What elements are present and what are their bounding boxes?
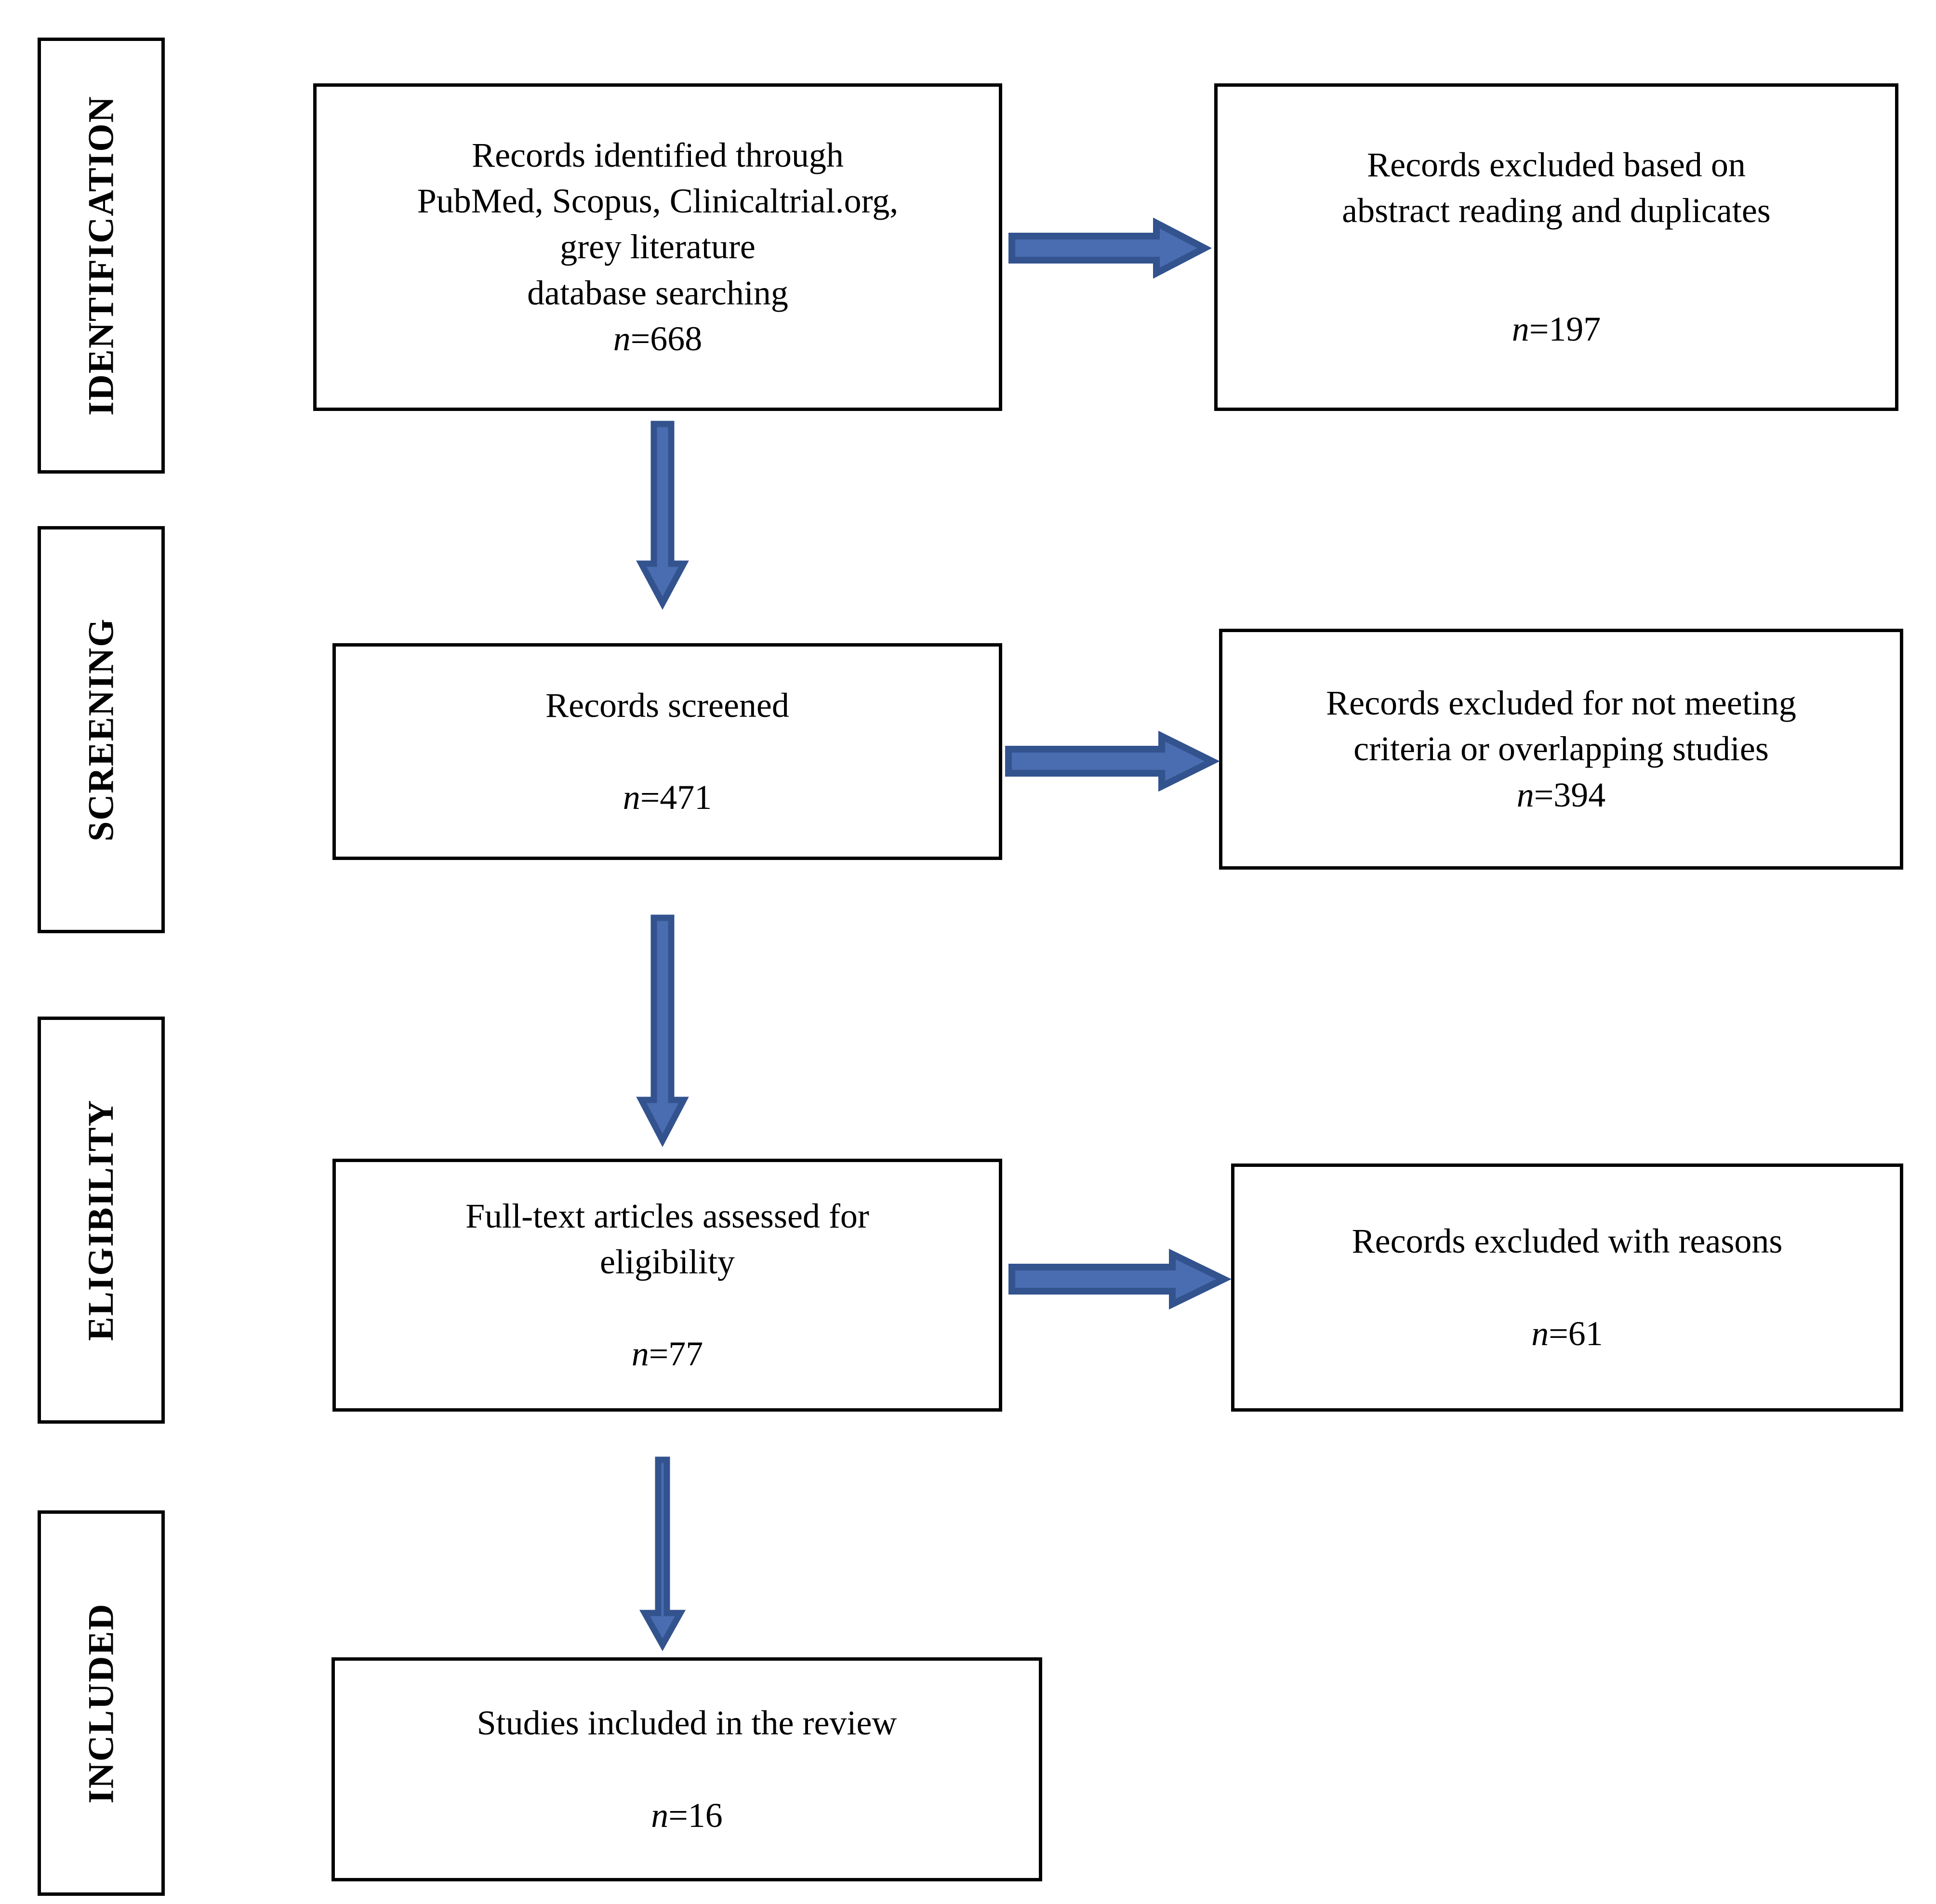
arrow-identified-to-screened: [634, 421, 691, 610]
stage-box-screening: SCREENING: [38, 526, 165, 933]
n-italic-label: n: [1531, 1314, 1549, 1353]
box-records-excluded-reasons-text: Records excluded with reasons: [1352, 1222, 1783, 1261]
box-records-excluded-abstract-count: n=197: [1512, 306, 1601, 352]
n-italic-label: n: [651, 1796, 669, 1835]
arrow-identified-to-excluded-abstract: [1008, 217, 1212, 279]
box-records-screened: Records screened n=471: [332, 643, 1002, 860]
box-records-screened-count: n=471: [623, 775, 712, 820]
box-records-excluded-criteria-count: n=394: [1517, 772, 1606, 818]
n-value: =197: [1529, 309, 1601, 348]
box-records-excluded-abstract-text: Records excluded based on abstract readi…: [1342, 145, 1771, 230]
box-records-identified-count: n=668: [613, 316, 703, 362]
n-value: =394: [1534, 775, 1606, 814]
box-records-excluded-reasons-count: n=61: [1531, 1311, 1603, 1357]
n-value: =668: [630, 319, 703, 358]
n-italic-label: n: [613, 319, 631, 358]
arrow-screened-to-fulltext: [634, 914, 691, 1148]
box-fulltext-assessed-text: Full-text articles assessed for eligibil…: [465, 1196, 869, 1281]
box-studies-included-text: Studies included in the review: [477, 1704, 897, 1743]
box-studies-included-count: n=16: [651, 1793, 723, 1838]
box-records-screened-text: Records screened: [545, 686, 789, 725]
box-records-identified: Records identified through PubMed, Scopu…: [313, 83, 1002, 411]
stage-box-identification: IDENTIFICATION: [38, 38, 165, 474]
arrow-fulltext-to-excluded-reasons: [1008, 1248, 1232, 1310]
n-italic-label: n: [631, 1335, 649, 1374]
stage-label-included: INCLUDED: [81, 1602, 121, 1804]
box-studies-included: Studies included in the review n=16: [332, 1657, 1042, 1881]
stage-label-screening: SCREENING: [81, 618, 121, 842]
n-value: =471: [640, 778, 712, 817]
n-italic-label: n: [623, 778, 640, 817]
box-records-identified-text: Records identified through PubMed, Scopu…: [417, 136, 899, 312]
box-records-excluded-criteria-text: Records excluded for not meeting criteri…: [1326, 684, 1796, 768]
box-fulltext-assessed-count: n=77: [632, 1331, 703, 1377]
n-value: =16: [668, 1796, 723, 1835]
n-value: =61: [1549, 1314, 1603, 1353]
arrow-fulltext-to-included: [636, 1456, 689, 1652]
box-fulltext-assessed: Full-text articles assessed for eligibil…: [332, 1159, 1002, 1412]
stage-label-eligibility: ELIGIBILITY: [81, 1099, 121, 1341]
n-value: =77: [649, 1335, 703, 1374]
box-records-excluded-reasons: Records excluded with reasons n=61: [1231, 1164, 1903, 1412]
stage-box-eligibility: ELIGIBILITY: [38, 1017, 165, 1424]
arrow-screened-to-excluded-criteria: [1005, 730, 1220, 792]
box-records-excluded-abstract: Records excluded based on abstract readi…: [1214, 83, 1898, 411]
stage-box-included: INCLUDED: [38, 1510, 165, 1896]
box-records-excluded-criteria: Records excluded for not meeting criteri…: [1219, 629, 1903, 870]
n-italic-label: n: [1512, 309, 1529, 348]
n-italic-label: n: [1516, 775, 1534, 814]
stage-label-identification: IDENTIFICATION: [81, 95, 121, 416]
